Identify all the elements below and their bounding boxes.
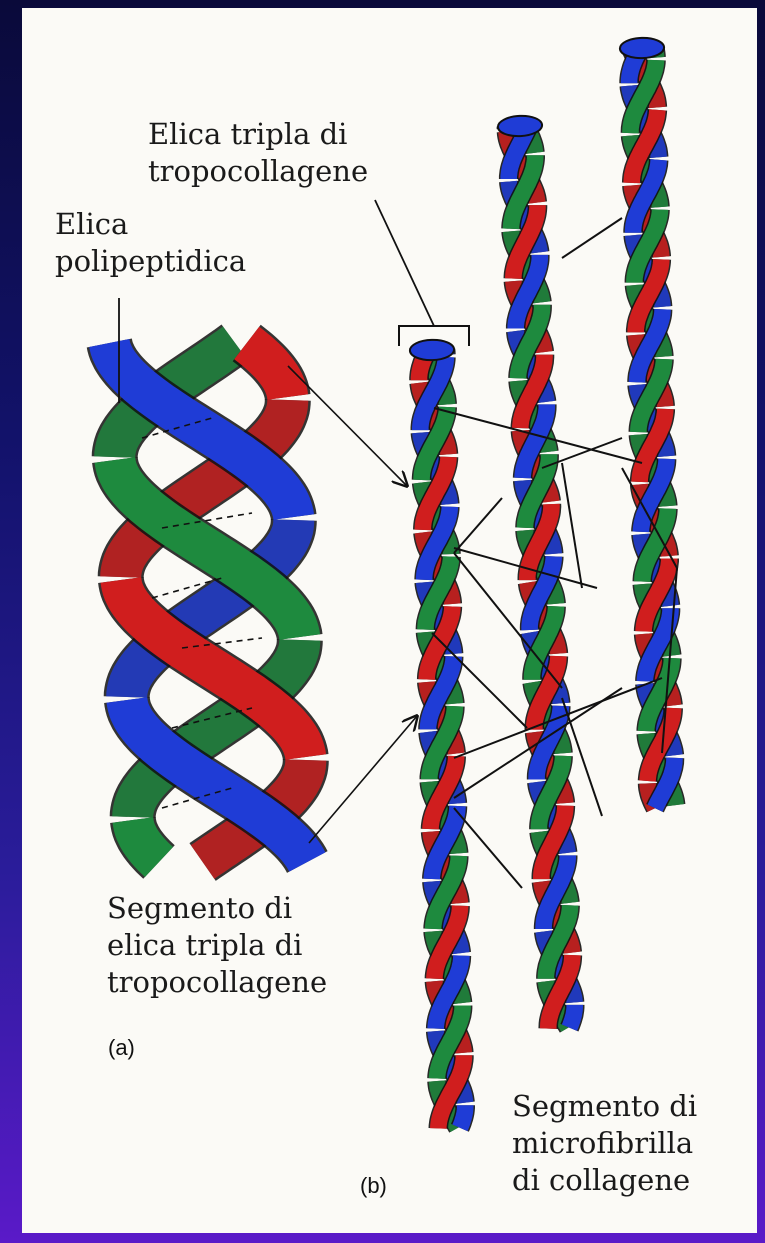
panel-label-b: (b)	[360, 1173, 387, 1199]
label-triple-helix-line-2: tropocollagene	[148, 153, 368, 190]
rope-middle-strand-blue-front	[569, 1005, 574, 1028]
connector-line-12	[562, 463, 582, 588]
diagram-panel: Elica tripla di tropocollagene Elica pol…	[22, 8, 757, 1233]
triple-helix-segment	[109, 343, 307, 862]
rope-right-top-cap	[620, 37, 665, 58]
arrow-upper-zoom	[288, 366, 407, 486]
connector-line-2	[454, 498, 502, 553]
connector-line-9	[562, 218, 622, 258]
label-triple-helix-line-1: Elica tripla di	[148, 116, 368, 153]
label-microfibril-line-2: microfibrilla	[512, 1125, 697, 1162]
panel-label-a: (a)	[108, 1035, 135, 1061]
label-polypeptide-line-2: polipeptidica	[55, 243, 246, 280]
leader-triple-helix-title	[375, 200, 434, 326]
polypeptide-strand-red-front	[247, 343, 288, 397]
label-segment-triple-line-2: elica tripla di	[107, 927, 327, 964]
rope-left-strand-blue-front	[460, 1105, 465, 1128]
label-polypeptide-line-1: Elica	[55, 206, 246, 243]
label-segment-triple-helix: Segmento di elica tripla di tropocollage…	[107, 890, 327, 1001]
label-microfibril-line-1: Segmento di	[512, 1088, 697, 1125]
label-triple-helix-title: Elica tripla di tropocollagene	[148, 116, 368, 190]
label-segment-triple-line-3: tropocollagene	[107, 964, 327, 1001]
label-segment-triple-line-1: Segmento di	[107, 890, 327, 927]
polypeptide-strand-green-front	[133, 820, 159, 862]
label-microfibril-line-3: di collagene	[512, 1162, 697, 1199]
rope-left-top-cap	[410, 339, 455, 360]
label-segment-microfibril: Segmento di microfibrilla di collagene	[512, 1088, 697, 1199]
label-polypeptide-helix: Elica polipeptidica	[55, 206, 246, 280]
tropocollagene-rope-left	[410, 339, 466, 1128]
